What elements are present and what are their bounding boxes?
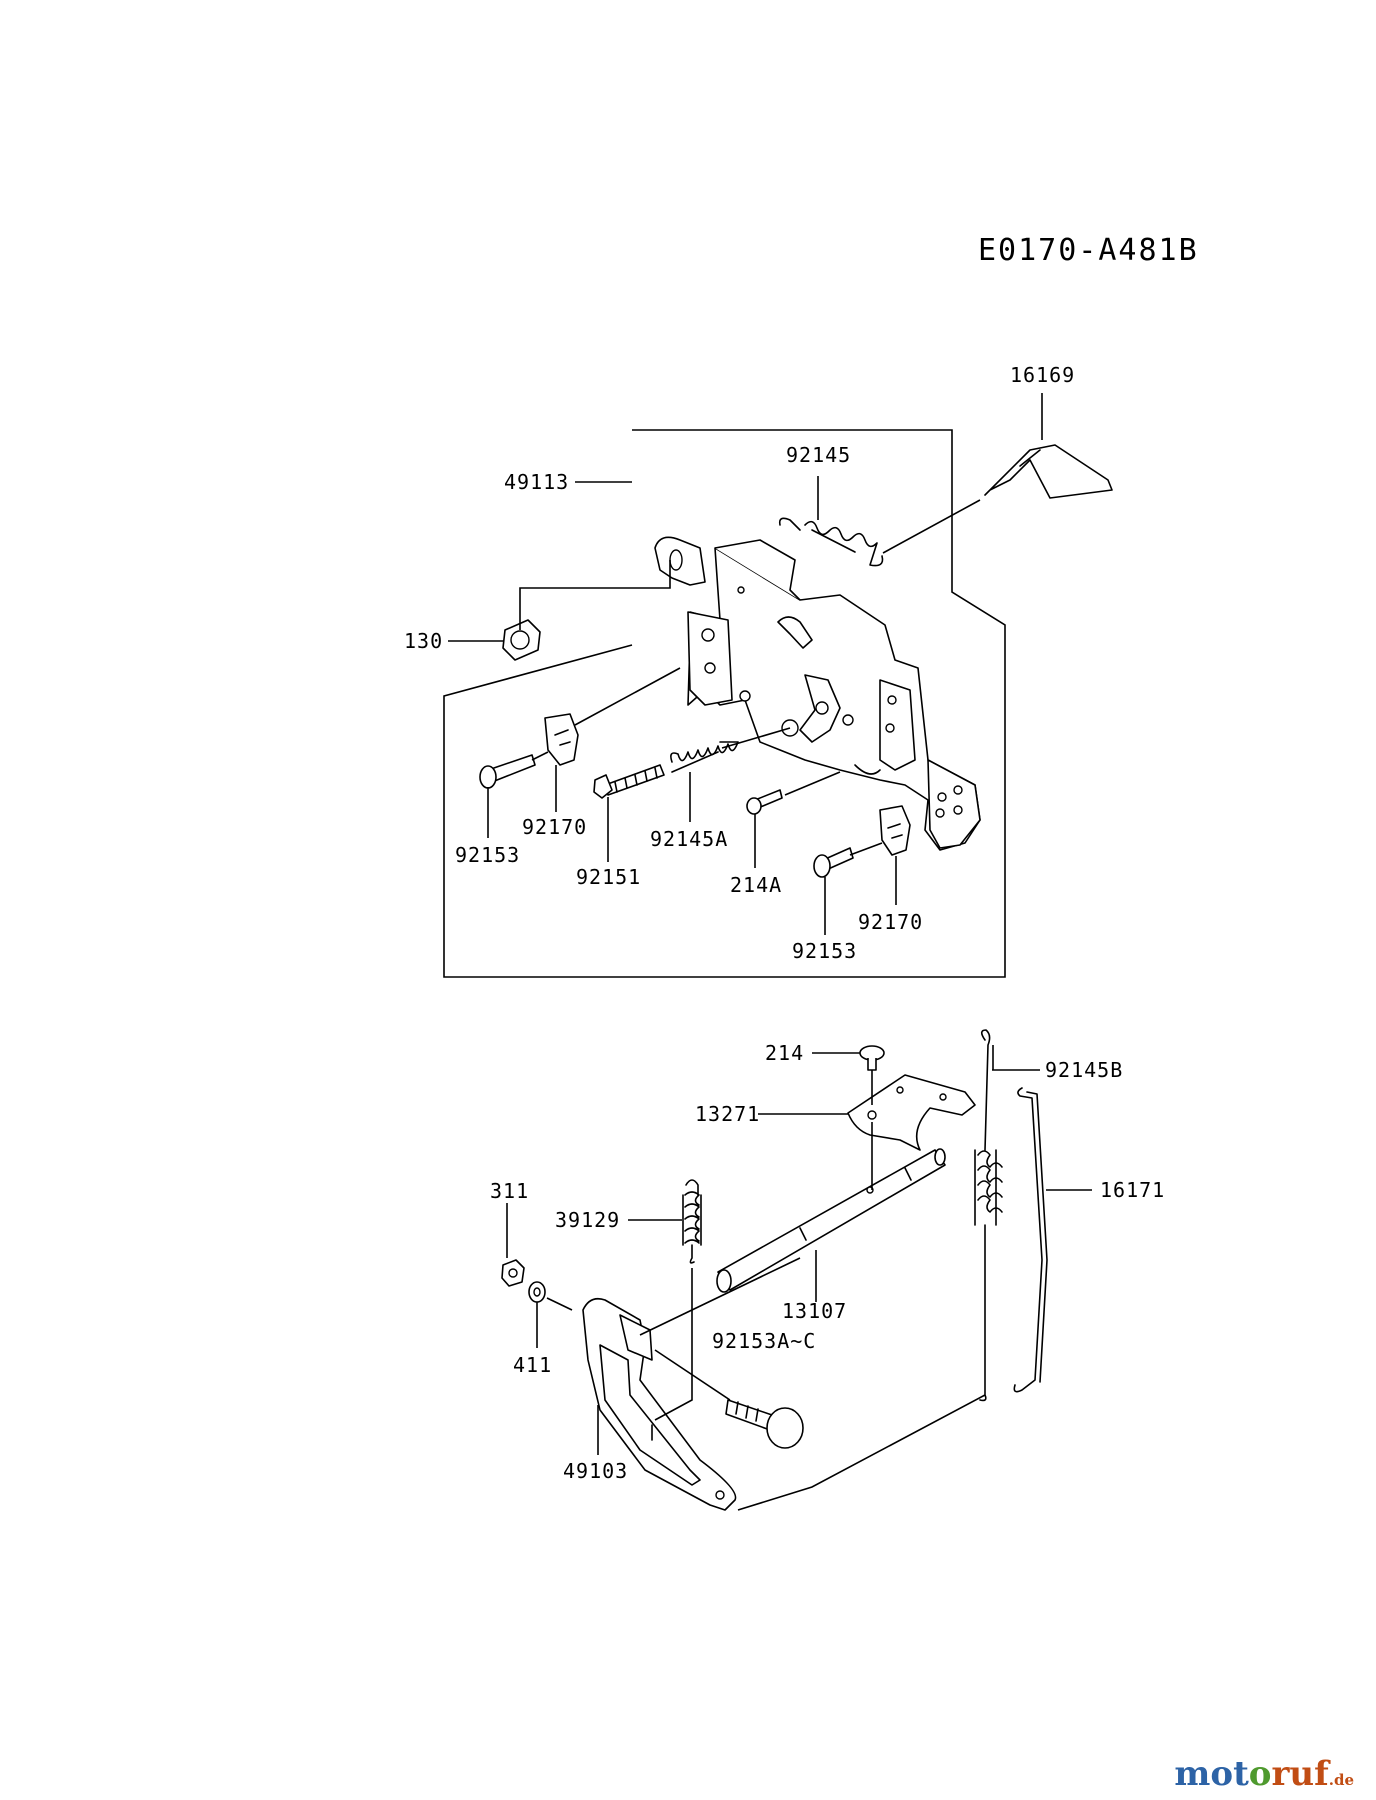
label-130: 130 [404, 629, 443, 653]
spring-92145 [778, 517, 884, 567]
label-411: 411 [513, 1353, 552, 1377]
label-311: 311 [490, 1179, 529, 1203]
spring-92145A [670, 741, 739, 773]
label-92170-right: 92170 [858, 910, 923, 934]
upper-assembly: 16169 92145 49113 130 92170 92153 92151 … [404, 363, 1113, 978]
rod-16171 [1013, 1087, 1048, 1393]
lower-assembly: 214 92145B 13271 16171 311 39129 13107 4… [490, 1029, 1165, 1511]
watermark-part-3: ruf [1271, 1754, 1329, 1794]
watermark-part-2: o [1248, 1754, 1272, 1794]
bolt-92153-right [813, 847, 854, 878]
label-16171: 16171 [1100, 1178, 1165, 1202]
assembly-outline-upper [443, 429, 1006, 978]
label-92145A: 92145A [650, 827, 728, 851]
label-13271: 13271 [695, 1102, 760, 1126]
clip-92170-left [544, 713, 579, 766]
label-39129: 39129 [555, 1208, 620, 1232]
bracket-13271 [847, 1074, 976, 1151]
label-49103: 49103 [563, 1459, 628, 1483]
watermark-tld: .de [1328, 1771, 1354, 1789]
label-214A: 214A [730, 873, 782, 897]
label-92145: 92145 [786, 443, 851, 467]
watermark-logo: motoruf.de [1174, 1754, 1354, 1794]
washer-411 [528, 1281, 546, 1303]
bolt-92153AC [725, 1399, 804, 1449]
label-92153-left: 92153 [455, 843, 520, 867]
label-49113: 49113 [504, 470, 569, 494]
watermark-part-1: mot [1174, 1754, 1249, 1794]
label-92153AC: 92153A~C [712, 1329, 816, 1353]
label-214: 214 [765, 1041, 804, 1065]
bolt-92153-left [479, 754, 536, 789]
lever-49103 [582, 1297, 737, 1511]
control-plate [654, 536, 981, 851]
label-16169: 16169 [1010, 363, 1075, 387]
label-92151: 92151 [576, 865, 641, 889]
label-92145B: 92145B [1045, 1058, 1123, 1082]
spring-92145B [974, 1029, 1003, 1402]
label-92170-left: 92170 [522, 815, 587, 839]
label-13107: 13107 [782, 1299, 847, 1323]
label-92153-right: 92153 [792, 939, 857, 963]
wire-16169 [984, 444, 1113, 499]
adjusting-bolt-92151 [593, 764, 665, 799]
diagram-code: E0170-A481B [978, 233, 1199, 268]
spring-39129 [682, 1179, 702, 1264]
clip-92170-right [879, 805, 911, 856]
nut-311 [501, 1259, 525, 1287]
screw-214 [859, 1045, 885, 1071]
shaft-13107 [716, 1148, 946, 1293]
screw-214A [746, 789, 783, 815]
flange-nut-130 [502, 619, 541, 661]
